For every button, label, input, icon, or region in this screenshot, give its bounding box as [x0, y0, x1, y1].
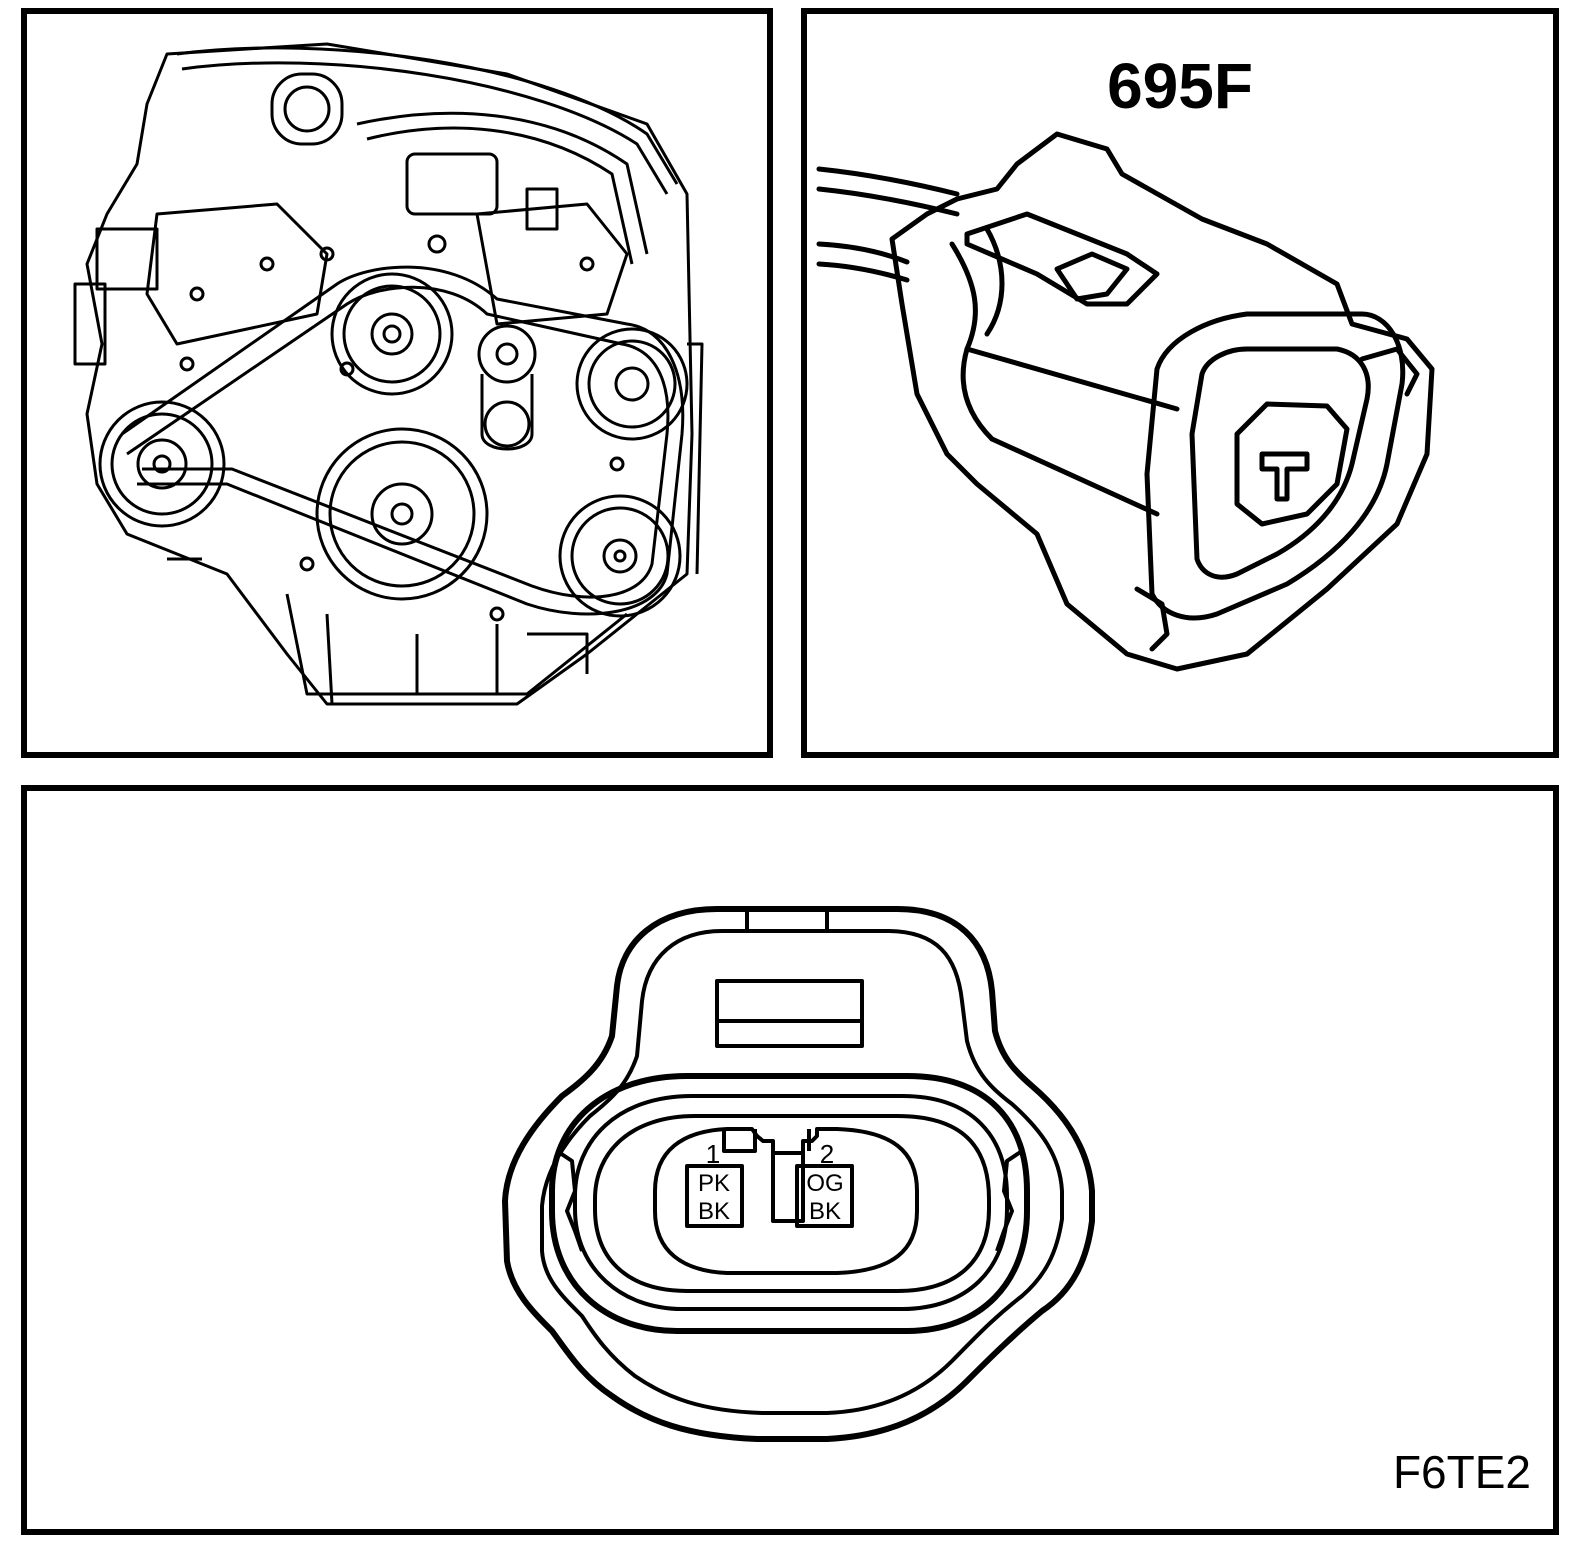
connector-id-label: 695F: [1107, 50, 1253, 122]
pin-2-wire-color-1: OG: [806, 1170, 843, 1197]
engine-drawing: [73, 42, 704, 706]
connector-perspective-drawing: [816, 131, 1435, 672]
pin-2-number: 2: [820, 1139, 834, 1169]
connector-face-panel: 1 PK BK 2 OG BK F6TE2: [21, 785, 1559, 1535]
connector-face-drawing: 1 PK BK 2 OG BK: [502, 906, 1095, 1442]
figure-code-label: F6TE2: [1392, 1446, 1531, 1498]
engine-panel: [21, 8, 773, 758]
pin-2-wire-color-2: BK: [809, 1198, 841, 1225]
pin-1-wire-color-1: PK: [698, 1170, 730, 1197]
connector-panel: 695F: [801, 8, 1559, 758]
pin-1-number: 1: [706, 1139, 720, 1169]
pin-1-wire-color-2: BK: [698, 1198, 730, 1225]
